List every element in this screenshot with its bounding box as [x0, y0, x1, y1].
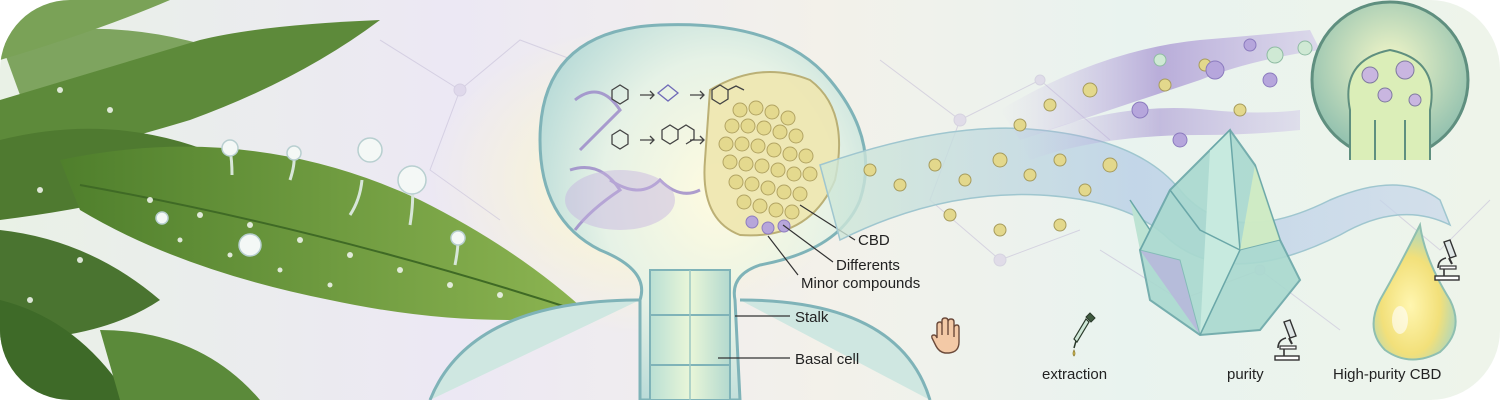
dropper-icon — [1068, 310, 1098, 360]
microscope-icon — [1270, 318, 1304, 362]
trichome-inset-zoom — [1312, 2, 1468, 160]
label-purity: purity — [1227, 366, 1264, 383]
label-high-purity-cbd: High-purity CBD — [1333, 366, 1441, 383]
label-extraction: extraction — [1042, 366, 1107, 383]
label-minor-compounds: Minor compounds — [801, 275, 920, 292]
label-stalk: Stalk — [795, 309, 828, 326]
microscope-icon — [1430, 238, 1464, 282]
label-differents: Differents — [836, 257, 900, 274]
hand-icon — [928, 316, 964, 356]
cbd-crystal — [1130, 130, 1300, 335]
label-basal-cell: Basal cell — [795, 351, 859, 368]
label-cbd: CBD — [858, 232, 890, 249]
